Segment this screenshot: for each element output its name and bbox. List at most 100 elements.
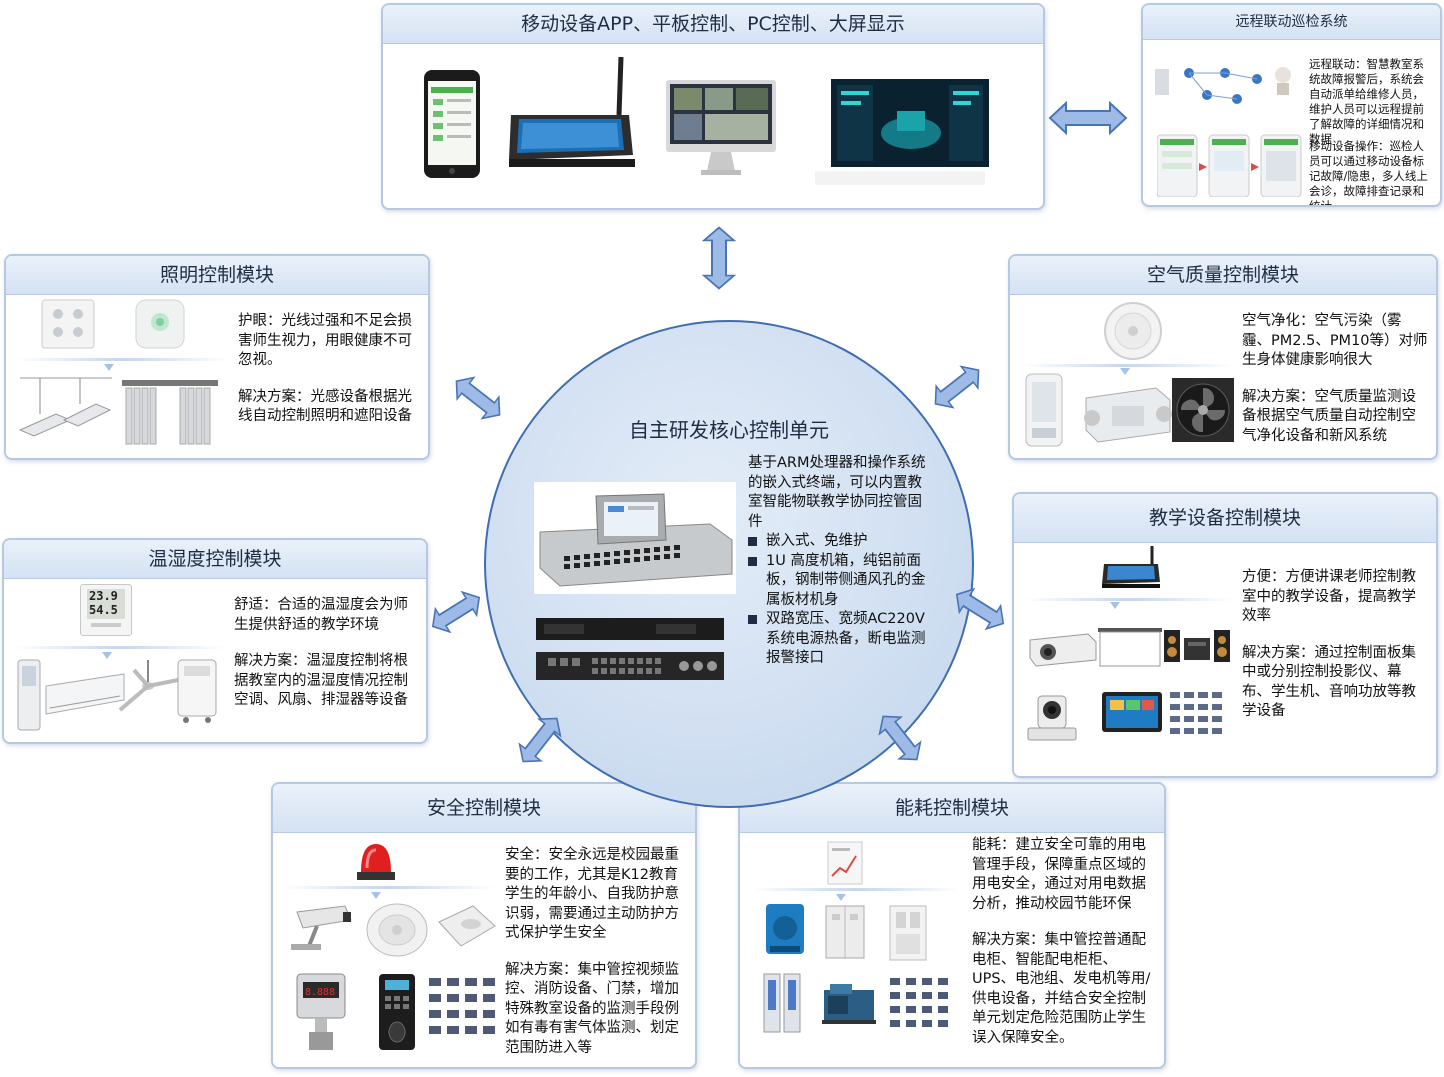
down-arrow-icon: [1120, 368, 1130, 375]
cctv-camera-image: [291, 905, 352, 950]
arrow-top-remote: [1049, 102, 1127, 134]
temperature-humidity-panel: 温湿度控制模块 23.9 54.5 舒适：合适的温湿度会为师生提供舒适的教学环境…: [2, 538, 428, 744]
arrow-core-humidity: [424, 585, 488, 639]
energy-report-image: [827, 841, 863, 885]
panel-title: 温湿度控制模块: [4, 540, 426, 579]
convenience-text: 方便：方便讲课老师控制教室中的教学设备，提高教学效率: [1242, 569, 1416, 624]
remote-inspection-panel: 远程联动巡检系统 远程联动：智慧教室系统故障报警后，系统会自动派单给维修人员，维…: [1141, 3, 1442, 207]
energy-text: 能耗：建立安全可靠的用电管理手段，保障重点区域的用电安全，通过对用电数据分析，推…: [972, 836, 1154, 1065]
gas-detector-image: 8.888: [296, 973, 346, 1050]
fresh-air-unit-image: [1084, 387, 1172, 443]
air-quality-text: 空气净化：空气污染（雾霾、PM2.5、PM10等）对师生身体健康影响很大 解决方…: [1242, 312, 1428, 458]
light-switch-panel-image: [41, 299, 95, 349]
bullet-icon: [748, 615, 757, 624]
smoke-detector-image: [366, 903, 428, 957]
core-control-unit-circle: 自主研发核心控制单元 基于ARM处理器和操作系统的嵌入式终端，可以内置教室智能物…: [484, 320, 974, 808]
down-arrow-icon: [104, 364, 114, 371]
security-text: 安全：安全永远是校园最重要的工作，尤其是K12教育学生的年龄小、自我防护意识弱，…: [505, 846, 687, 1067]
core-controller-device-image: [534, 482, 736, 594]
dehumidifier-image: [177, 659, 217, 723]
access-control-image: [379, 974, 415, 1050]
air-purification-text: 空气净化：空气污染（雾霾、PM2.5、PM10等）对师生身体健康影响很大: [1242, 313, 1428, 368]
core-bullet: 1U 高度机箱，纯铝前面板，钢制带侧通风孔的金属板材机身: [748, 552, 928, 611]
bullet-icon: [748, 556, 757, 566]
energy-solution-text: 解决方案：集中管控普通配电柜、智能配电柜柜、UPS、电池组、发电机等用/供电设备…: [972, 932, 1151, 1046]
ceiling-fan-image: [118, 660, 179, 712]
air-quality-control-panel: 空气质量控制模块 空气净化：空气污染（雾霾、PM2.5、PM10等）对师生身体健…: [1008, 254, 1438, 460]
generator-image: [822, 984, 876, 1024]
lighting-text: 护眼：光线过强和不足会损害师生视力，用眼健康不可忽视。 解决方案：光感设备根据光…: [238, 312, 420, 444]
air-quality-sensor-image: [1104, 302, 1162, 360]
mobile-operation-text: 移动设备操作：巡检人员可以通过移动设备标记故障/隐患，多人线上会诊，故障排查记录…: [1309, 139, 1428, 207]
large-screen-image: [815, 79, 989, 185]
security-solution-text: 解决方案：集中管控视频监控、消防设备、门禁，增加特殊教室设备的监测手段例如有毒有…: [505, 961, 679, 1056]
air-solution-text: 解决方案：空气质量监测设备根据空气质量自动控制空气净化设备和新风系统: [1242, 388, 1416, 444]
lighting-control-panel: 照明控制模块 护眼：光线过强和不足会损害师生视力，用眼健康不可忽视。 解决方案：…: [4, 254, 430, 460]
remote-linkage-text: 远程联动：智慧教室系统故障报警后，系统会自动派单给维修人员，维护人员可以远程提前…: [1309, 57, 1424, 146]
infrared-detector-image: [438, 905, 496, 947]
divider: [283, 886, 495, 889]
tablet-controller-image: [509, 56, 635, 167]
ups-battery-image: [763, 973, 801, 1033]
audio-system-image: [1164, 630, 1230, 662]
distribution-cabinet-image: [825, 905, 865, 959]
teaching-text: 方便：方便讲课老师控制教室中的教学设备，提高教学效率 解决方案：通过控制面板集中…: [1242, 568, 1428, 739]
core-controller-rear-image: [536, 618, 724, 680]
ceiling-lamps-image: [18, 377, 112, 437]
humidity-solution-text: 解决方案：温湿度控制将根据教室内的温湿度情况控制空调、风扇、排湿器等设备: [234, 653, 408, 708]
core-description: 基于ARM处理器和操作系统的嵌入式终端，可以内置教室智能物联教学协同控管固件 嵌…: [748, 454, 928, 669]
core-intro-text: 基于ARM处理器和操作系统的嵌入式终端，可以内置教室智能物联教学协同控管固件: [748, 455, 926, 530]
projector-image: [1029, 633, 1097, 667]
core-bullet: 双路宽压、宽频AC220V 系统电源热备，断电监测报警接口: [748, 610, 928, 669]
divider: [16, 358, 230, 361]
air-purifier-image: [1025, 373, 1063, 447]
light-sensor-image: [135, 299, 185, 349]
fault-dispatch-flow-image: [1155, 67, 1291, 104]
control-tablet-image: [1102, 546, 1160, 588]
core-title: 自主研发核心控制单元: [629, 418, 829, 442]
air-conditioner-image: [17, 659, 125, 731]
teaching-solution-text: 解决方案：通过控制面板集中或分别控制投影仪、幕布、学生机、音响功放等教学设备: [1242, 644, 1416, 720]
divider: [750, 888, 962, 891]
arrow-core-air: [926, 358, 988, 416]
panel-title: 移动设备APP、平板控制、PC控制、大屏显示: [383, 5, 1043, 44]
panel-title: 空气质量控制模块: [1010, 256, 1436, 295]
lighting-solution-text: 解决方案：光感设备根据光线自动控制照明和遮阳设备: [238, 388, 412, 425]
humidity-text: 舒适：合适的温湿度会为师生提供舒适的教学环境 解决方案：温湿度控制将根据教室内的…: [234, 596, 416, 728]
down-arrow-icon: [836, 894, 846, 901]
core-bullet-text: 嵌入式、免维护: [766, 533, 868, 549]
down-arrow-icon: [1110, 602, 1120, 609]
comfort-text: 舒适：合适的温湿度会为师生提供舒适的教学环境: [234, 597, 408, 633]
gas-meter-reading: 8.888: [305, 987, 335, 998]
bullet-icon: [748, 537, 757, 546]
safety-text: 安全：安全永远是校园最重要的工作，尤其是K12教育学生的年龄小、自我防护意识弱，…: [505, 847, 679, 941]
temperature-reading: 23.9: [89, 589, 118, 603]
divider: [1020, 364, 1232, 367]
eye-protection-text: 护眼：光线过强和不足会损害师生视力，用眼健康不可忽视。: [238, 313, 412, 368]
panel-title: 远程联动巡检系统: [1143, 5, 1440, 40]
exhaust-fan-image: [1172, 378, 1234, 442]
security-control-panel: 安全控制模块 8.888: [271, 782, 697, 1069]
thermo-hygrometer-image: 23.9 54.5: [80, 584, 132, 636]
teaching-equipment-panel: 教学设备控制模块 方便：方便讲课老师控制教室中的教学设: [1012, 492, 1438, 778]
divider: [14, 646, 226, 649]
motorized-curtain-image: [122, 380, 218, 445]
smart-cabinet-image: [889, 905, 927, 961]
core-bullet-text: 双路宽压、宽频AC220V 系统电源热备，断电监测报警接口: [766, 611, 926, 666]
core-bullet-text: 1U 高度机箱，纯铝前面板，钢制带侧通风孔的金属板材机身: [766, 552, 926, 608]
accessories-grid-image: [1170, 692, 1222, 734]
ptz-camera-image: [1027, 695, 1077, 741]
projection-screen-image: [1098, 628, 1162, 667]
arrow-core-top: [703, 226, 735, 290]
mobile-inspection-app-image: [1157, 134, 1302, 197]
power-meter-module-image: [766, 904, 804, 954]
equipment-grid-image: [890, 978, 948, 1027]
panel-title: 能耗控制模块: [740, 784, 1164, 833]
energy-consumption-text: 能耗：建立安全可靠的用电管理手段，保障重点区域的用电安全，通过对用电数据分析，推…: [972, 837, 1146, 912]
down-arrow-icon: [102, 652, 112, 659]
divider: [1024, 598, 1234, 601]
pc-monitor-image: [666, 80, 776, 175]
alarm-light-image: [357, 844, 395, 880]
sensor-collection-image: [429, 978, 495, 1034]
panel-title: 教学设备控制模块: [1014, 494, 1436, 543]
